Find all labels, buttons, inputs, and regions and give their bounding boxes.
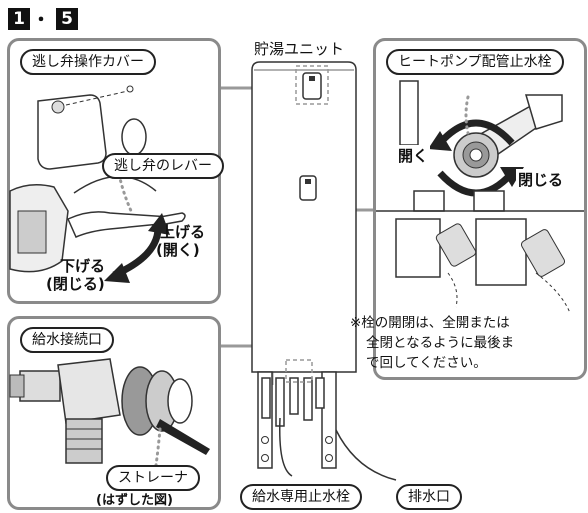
lower-close-label: (閉じる) (46, 275, 105, 293)
supply-valve-label: 給水専用止水栓 (240, 484, 362, 510)
lower-label: 下げる (60, 257, 106, 275)
relief-cover-label: 逃し弁操作カバー (20, 49, 156, 75)
close-label: 閉じる (516, 169, 566, 190)
step-badge-5: 5 (56, 8, 78, 30)
strainer-removed-note: (はずした図) (96, 493, 173, 508)
heatpump-note-line1: ※栓の開閉は、全開または (350, 315, 510, 331)
heatpump-panel: ヒートポンプ配管止水栓 開く 閉じる ※栓の開閉は、全開または 全閉となるように… (350, 38, 587, 380)
strainer-illustration (9, 358, 210, 467)
raise-label: 上げる (160, 223, 206, 241)
relief-lever-label: 逃し弁のレバー (102, 153, 224, 179)
drain-label: 排水口 (396, 484, 462, 510)
heatpump-note-line3: で回してください。 (366, 355, 487, 371)
heatpump-valve-label: ヒートポンプ配管止水栓 (386, 49, 564, 75)
relief-valve-panel: 逃し弁操作カバー 逃し弁のレバー 上げる (開く) 下げる (閉じる) (7, 38, 224, 304)
heatpump-valve-illustration (376, 80, 584, 314)
water-inlet-panel: 給水接続口 ストレーナ (はずした図) (7, 316, 221, 510)
unit-title: 貯湯ユニット (254, 40, 345, 58)
heatpump-note-line2: 全閉となるように最後ま (366, 335, 515, 351)
step-badge-1: 1 (8, 8, 30, 30)
open-label: 開く (396, 145, 431, 166)
step-separator: ・ (32, 10, 50, 31)
water-inlet-label: 給水接続口 (20, 327, 114, 353)
raise-open-label: (開く) (156, 241, 200, 259)
strainer-label: ストレーナ (106, 465, 200, 491)
